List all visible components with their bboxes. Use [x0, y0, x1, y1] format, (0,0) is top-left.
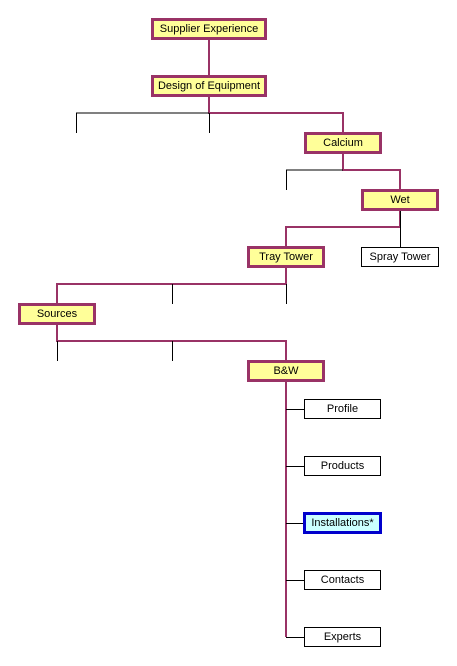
other-connectors: [57, 112, 401, 638]
connector-design-calcium: [208, 96, 344, 133]
node-contacts[interactable]: Contacts: [304, 570, 381, 590]
node-calcium[interactable]: Calcium: [304, 132, 382, 154]
node-sources[interactable]: Sources: [18, 303, 96, 325]
connector-sources-bw: [56, 324, 287, 361]
node-tray-tower[interactable]: Tray Tower: [247, 246, 325, 268]
node-products[interactable]: Products: [304, 456, 381, 476]
node-bw[interactable]: B&W: [247, 360, 325, 382]
node-wet[interactable]: Wet: [361, 189, 439, 211]
node-experts[interactable]: Experts: [304, 627, 381, 647]
connector-calcium-wet: [342, 153, 401, 190]
node-spray-tower[interactable]: Spray Tower: [361, 247, 439, 267]
node-profile[interactable]: Profile: [304, 399, 381, 419]
node-supplier-experience[interactable]: Supplier Experience: [151, 18, 267, 40]
node-design-of-equipment[interactable]: Design of Equipment: [151, 75, 267, 97]
node-installations[interactable]: Installations*: [303, 512, 382, 534]
connector-wet-traytower: [285, 210, 401, 247]
path-connectors: [56, 40, 401, 637]
connector-traytower-sources: [56, 267, 287, 304]
